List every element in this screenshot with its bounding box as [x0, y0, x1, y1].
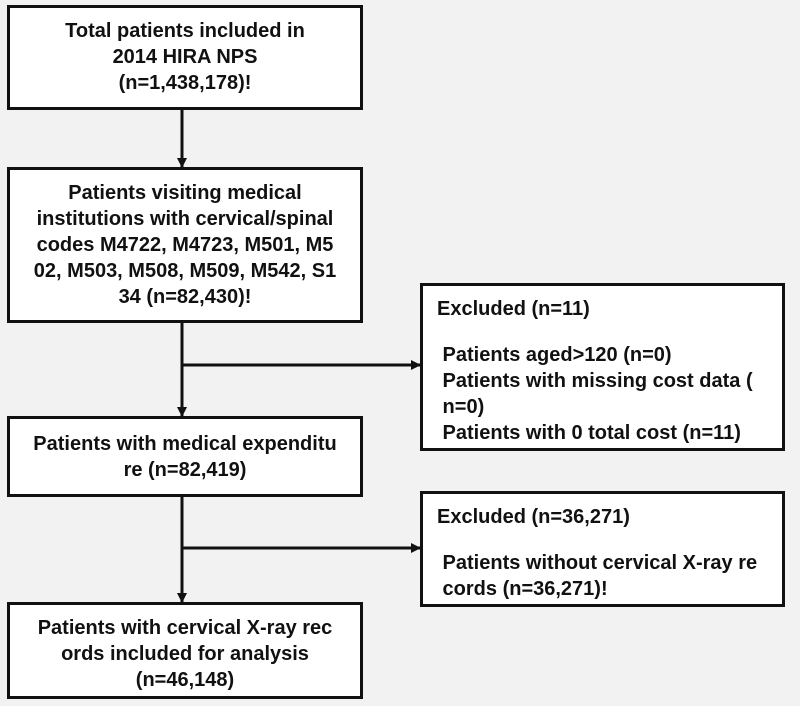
excluded-box-1: Excluded (n=11) Patients aged>120 (n=0) …	[420, 283, 785, 451]
excluded2-line-2: cords (n=36,271)!	[437, 578, 608, 600]
visiting-line-3: codes M4722, M4723, M501, M5	[36, 234, 334, 256]
total-line-3: (n=1,438,178)!	[118, 72, 252, 94]
visiting-line-1: Patients visiting medical	[68, 182, 302, 204]
visiting-line-5: 34 (n=82,430)!	[118, 286, 252, 308]
visiting-line-4: 02, M503, M508, M509, M542, S1	[33, 260, 337, 282]
excluded1-line-1: Patients aged>120 (n=0)	[437, 344, 672, 366]
total-line-1: Total patients included in	[65, 20, 305, 42]
expenditure-line-1: Patients with medical expenditu	[33, 433, 337, 455]
excluded2-line-1: Patients without cervical X-ray re	[437, 552, 758, 574]
expenditure-box: Patients with medical expenditu re (n=82…	[7, 416, 363, 497]
excluded1-line-4: Patients with 0 total cost (n=11)	[437, 422, 741, 444]
visiting-line-2: institutions with cervical/spinal	[36, 208, 334, 230]
excluded2-title: Excluded (n=36,271)	[437, 506, 630, 528]
final-analysis-box: Patients with cervical X-ray rec ords in…	[7, 602, 363, 699]
total-line-2: 2014 HIRA NPS	[112, 46, 258, 68]
final-line-1: Patients with cervical X-ray rec	[37, 617, 333, 639]
visiting-patients-box: Patients visiting medical institutions w…	[7, 167, 363, 323]
excluded-box-2: Excluded (n=36,271) Patients without cer…	[420, 491, 785, 607]
final-line-2: ords included for analysis	[61, 643, 309, 665]
excluded1-title: Excluded (n=11)	[437, 298, 590, 320]
total-patients-box: Total patients included in 2014 HIRA NPS…	[7, 5, 363, 110]
excluded1-line-2: Patients with missing cost data (	[437, 370, 753, 392]
excluded1-line-3: n=0)	[437, 396, 485, 418]
final-line-3: (n=46,148)	[135, 669, 235, 691]
expenditure-line-2: re (n=82,419)	[123, 459, 247, 481]
